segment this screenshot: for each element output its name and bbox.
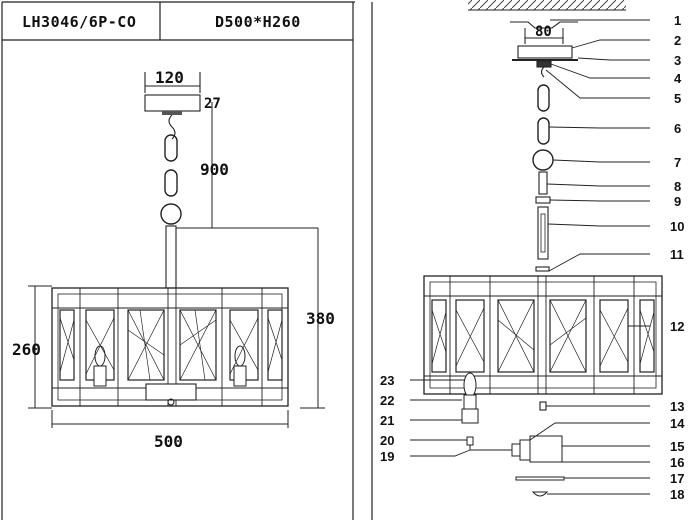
exploded-view [410, 0, 663, 497]
part-number: 10 [670, 219, 684, 234]
dim-total-drop: 380 [306, 309, 335, 328]
part-number: 6 [674, 121, 681, 136]
exploded-canopy [517, 45, 573, 59]
canopy [144, 94, 201, 112]
part-number: 12 [670, 319, 684, 334]
exploded-shade [423, 275, 663, 395]
part-number: 22 [380, 393, 394, 408]
dim-mount-spacing: 80 [535, 24, 552, 40]
part-number: 19 [380, 449, 394, 464]
chain [160, 134, 182, 225]
dim-canopy-width: 120 [155, 68, 184, 87]
part-number: 7 [674, 155, 681, 170]
part-number: 2 [674, 33, 681, 48]
title-block [1, 1, 373, 520]
overall-size: D500*H260 [215, 13, 301, 31]
dim-body-height: 260 [12, 340, 41, 359]
lamp-assembly [461, 372, 565, 497]
part-number: 20 [380, 433, 394, 448]
part-numbers-right: 1 2 3 4 5 6 7 8 9 10 11 12 13 14 15 16 1… [670, 13, 685, 502]
part-leaders [410, 19, 650, 495]
part-number: 4 [674, 71, 682, 86]
part-number: 11 [670, 247, 684, 262]
dim-canopy-height: 27 [204, 96, 221, 112]
part-number: 8 [674, 179, 681, 194]
part-number: 15 [670, 439, 684, 454]
crystal-panels [59, 309, 283, 381]
part-number: 18 [670, 487, 684, 502]
model-number: LH3046/6P-CO [22, 13, 137, 31]
part-number: 23 [380, 373, 394, 388]
part-number: 16 [670, 455, 684, 470]
shade-frame [51, 287, 289, 407]
part-number: 1 [674, 13, 681, 28]
dim-chain-length: 900 [200, 160, 229, 179]
stem [165, 225, 177, 289]
left-elevation [28, 72, 325, 428]
center-bracket [145, 383, 197, 401]
part-number: 5 [674, 91, 681, 106]
part-number: 17 [670, 471, 684, 486]
part-number: 9 [674, 194, 681, 209]
part-number: 21 [380, 413, 394, 428]
part-number: 3 [674, 53, 681, 68]
part-number: 14 [670, 416, 685, 431]
dim-body-width: 500 [154, 432, 183, 451]
part-numbers-left: 23 22 21 20 19 [380, 373, 394, 464]
part-number: 13 [670, 399, 684, 414]
lamp-holders [93, 345, 247, 387]
